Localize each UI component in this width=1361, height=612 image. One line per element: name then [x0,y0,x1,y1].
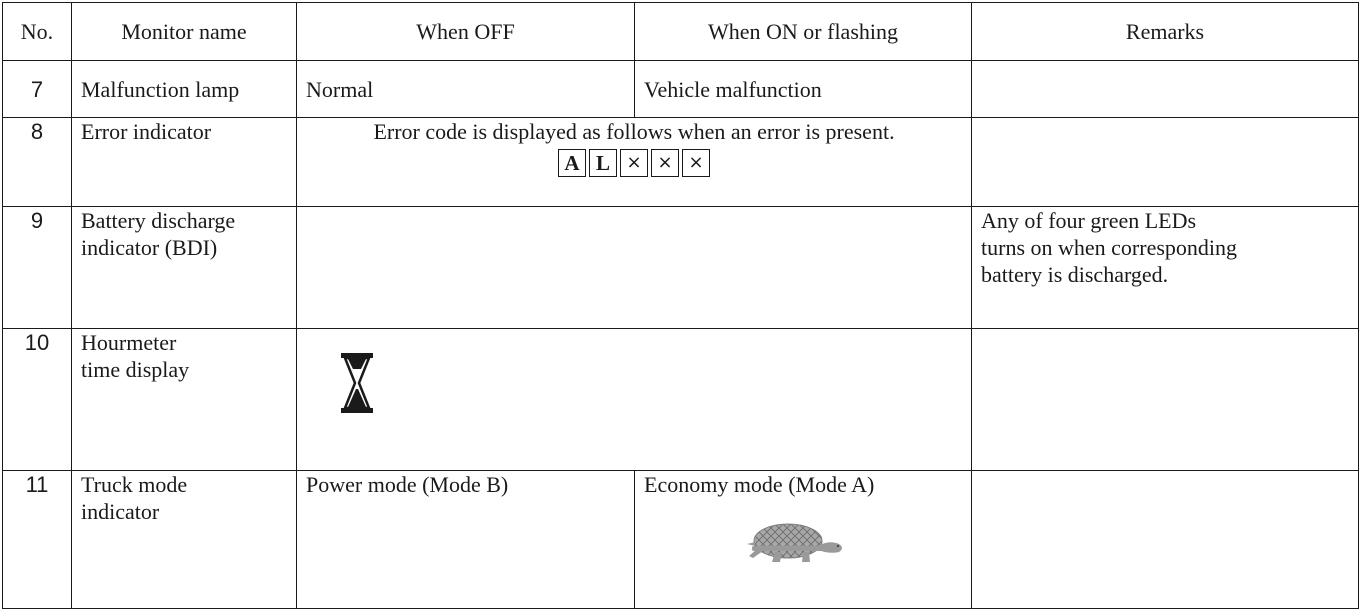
row-number: 10 [2,327,72,471]
error-code-box: × [620,149,648,178]
table-row: 8 Error indicator Error code is displaye… [2,117,1359,208]
remarks-cell: Any of four green LEDs turns on when cor… [971,206,1359,329]
monitor-name-line: indicator [81,498,160,524]
error-code-box: × [682,149,710,178]
turtle-icon [747,523,842,562]
monitor-name-line: Battery discharge [81,208,236,234]
header-remarks: Remarks [971,1,1359,62]
when-off-cell: Power mode (Mode B) [296,469,635,610]
monitor-name-line: indicator (BDI) [81,235,218,261]
remarks-cell [971,469,1359,610]
header-when-on: When ON or flashing [634,1,972,62]
error-code-cell: Error code is displayed as follows when … [296,117,972,208]
error-code-display: A L × × × [306,149,962,178]
remarks-line: Any of four green LEDs [981,208,1197,234]
when-on-text: Economy mode (Mode A) [644,471,875,497]
monitor-name-cell: Truck mode indicator [71,469,297,610]
error-code-box: L [589,149,617,178]
monitor-name-cell: Error indicator [71,117,297,208]
row-number: 8 [2,117,72,208]
monitor-name-line: Truck mode [81,471,188,497]
table-row: 7 Malfunction lamp Normal Vehicle malfun… [2,60,1359,119]
row-number: 9 [2,206,72,329]
hourmeter-display-cell [296,327,972,471]
header-no: No. [2,1,72,62]
remarks-cell [971,327,1359,471]
row-number: 11 [2,469,72,610]
header-when-off: When OFF [296,1,635,62]
bdi-display-cell [296,206,972,329]
monitor-name-line: Hourmeter [81,329,177,355]
header-row: No. Monitor name When OFF When ON or fla… [2,1,1359,62]
header-monitor-name: Monitor name [71,1,297,62]
hourglass-icon [341,352,373,413]
table-row: 11 Truck mode indicator Power mode (Mode… [2,469,1359,610]
monitor-name-cell: Battery discharge indicator (BDI) [71,206,297,329]
error-code-box: A [558,149,586,178]
remarks-cell [971,60,1359,119]
monitor-name-cell: Malfunction lamp [71,60,297,119]
remarks-line: turns on when corresponding [981,235,1238,261]
error-code-description: Error code is displayed as follows when … [373,119,895,145]
remarks-line: battery is discharged. [981,262,1169,288]
when-on-cell: Vehicle malfunction [634,60,972,119]
row-number: 7 [2,60,72,119]
table-row: 9 Battery discharge indicator (BDI) Any … [2,206,1359,329]
table-row: 10 Hourmeter time display [2,327,1359,471]
monitor-name-cell: Hourmeter time display [71,327,297,471]
monitor-name-line: time display [81,356,190,382]
error-code-box: × [651,149,679,178]
when-off-cell: Normal [296,60,635,119]
when-on-cell: Economy mode (Mode A) [634,469,972,610]
remarks-cell [971,117,1359,208]
